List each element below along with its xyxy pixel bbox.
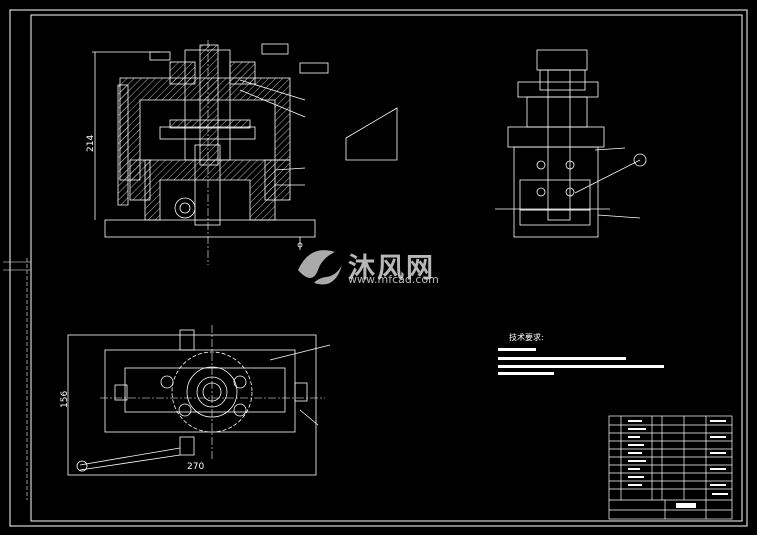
drawing-frame [3,9,748,527]
dimension-height-plan: 156 [60,390,70,408]
plan-view [67,325,331,476]
dimension-height-top: 214 [86,134,96,152]
watermark-title: 沐风网 [348,253,435,284]
wedge-sketch [345,107,398,161]
tech-requirement-lines [498,348,664,375]
parts-list-fills [628,420,728,508]
dimension-width-plan: 270 [187,462,205,472]
front-section-view [92,40,329,265]
tech-requirements-title: 技术要求: [509,333,544,342]
parts-list-table [608,415,733,520]
watermark-url: www.mfcad.com [348,273,439,286]
side-view [495,49,647,238]
watermark-logo [298,250,342,285]
